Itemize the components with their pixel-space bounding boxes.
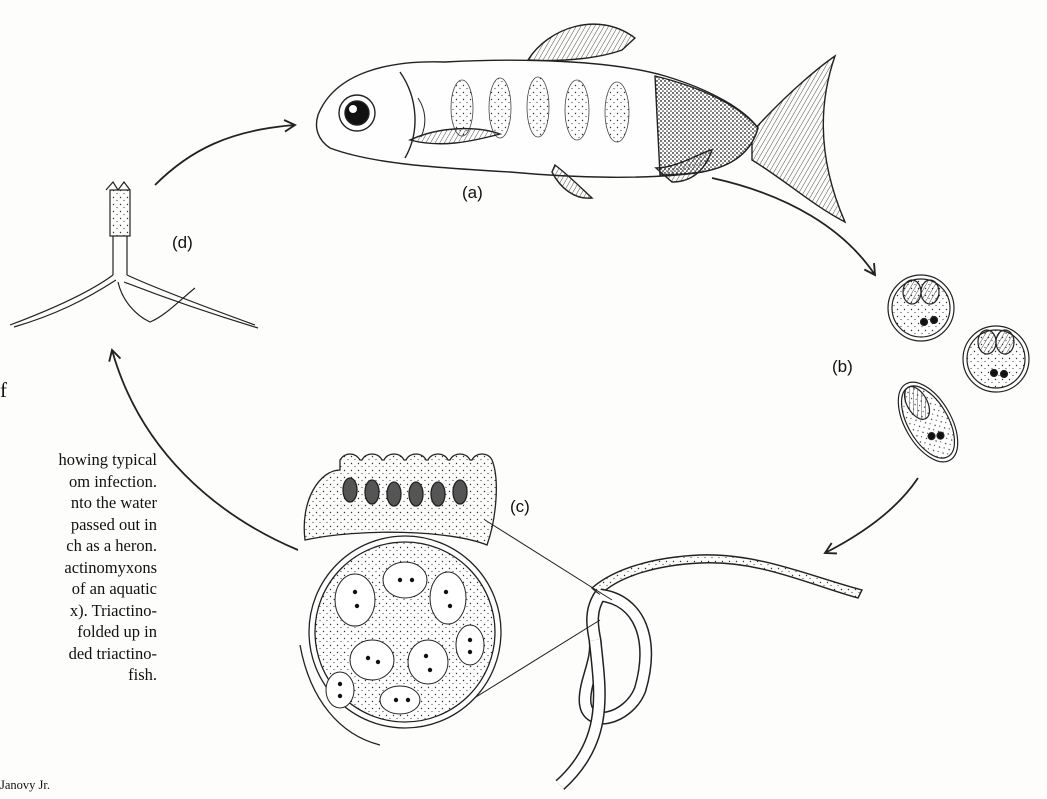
caption-line: ch as a heron.: [58, 535, 157, 557]
myxospores: [886, 275, 1029, 472]
caption-line: nto the water: [58, 492, 157, 514]
dorsal-fin: [528, 24, 635, 60]
fish-host: [317, 24, 846, 222]
spore-3: [886, 372, 970, 471]
arrow-b-to-c: [825, 478, 918, 553]
intestine-section: [300, 454, 501, 745]
caption-line: howing typical: [58, 449, 157, 471]
triactinomyxon: [10, 182, 258, 328]
arrow-d-to-a: [155, 125, 295, 185]
label-b: (b): [832, 357, 853, 377]
image-credit: Janovy Jr.: [0, 778, 50, 793]
caption-line: folded up in: [58, 621, 157, 643]
label-c: (c): [510, 497, 530, 517]
caption-line: x). Triactino-: [58, 600, 157, 622]
figure-title-fragment: f: [0, 378, 7, 403]
label-a: (a): [462, 183, 483, 203]
caption-line: actinomyxons: [58, 557, 157, 579]
caption-line: of an aquatic: [58, 578, 157, 600]
spore-2: [963, 326, 1029, 392]
caudal-fin: [752, 56, 845, 222]
arrow-a-to-b: [712, 178, 875, 275]
caption-line: om infection.: [58, 471, 157, 493]
caption-line: passed out in: [58, 514, 157, 536]
spore-1: [888, 275, 954, 341]
caption-line: fish.: [58, 664, 157, 686]
oligochaete-worm: [455, 520, 862, 785]
label-d: (d): [172, 233, 193, 253]
caption-line: ded triactino-: [58, 643, 157, 665]
